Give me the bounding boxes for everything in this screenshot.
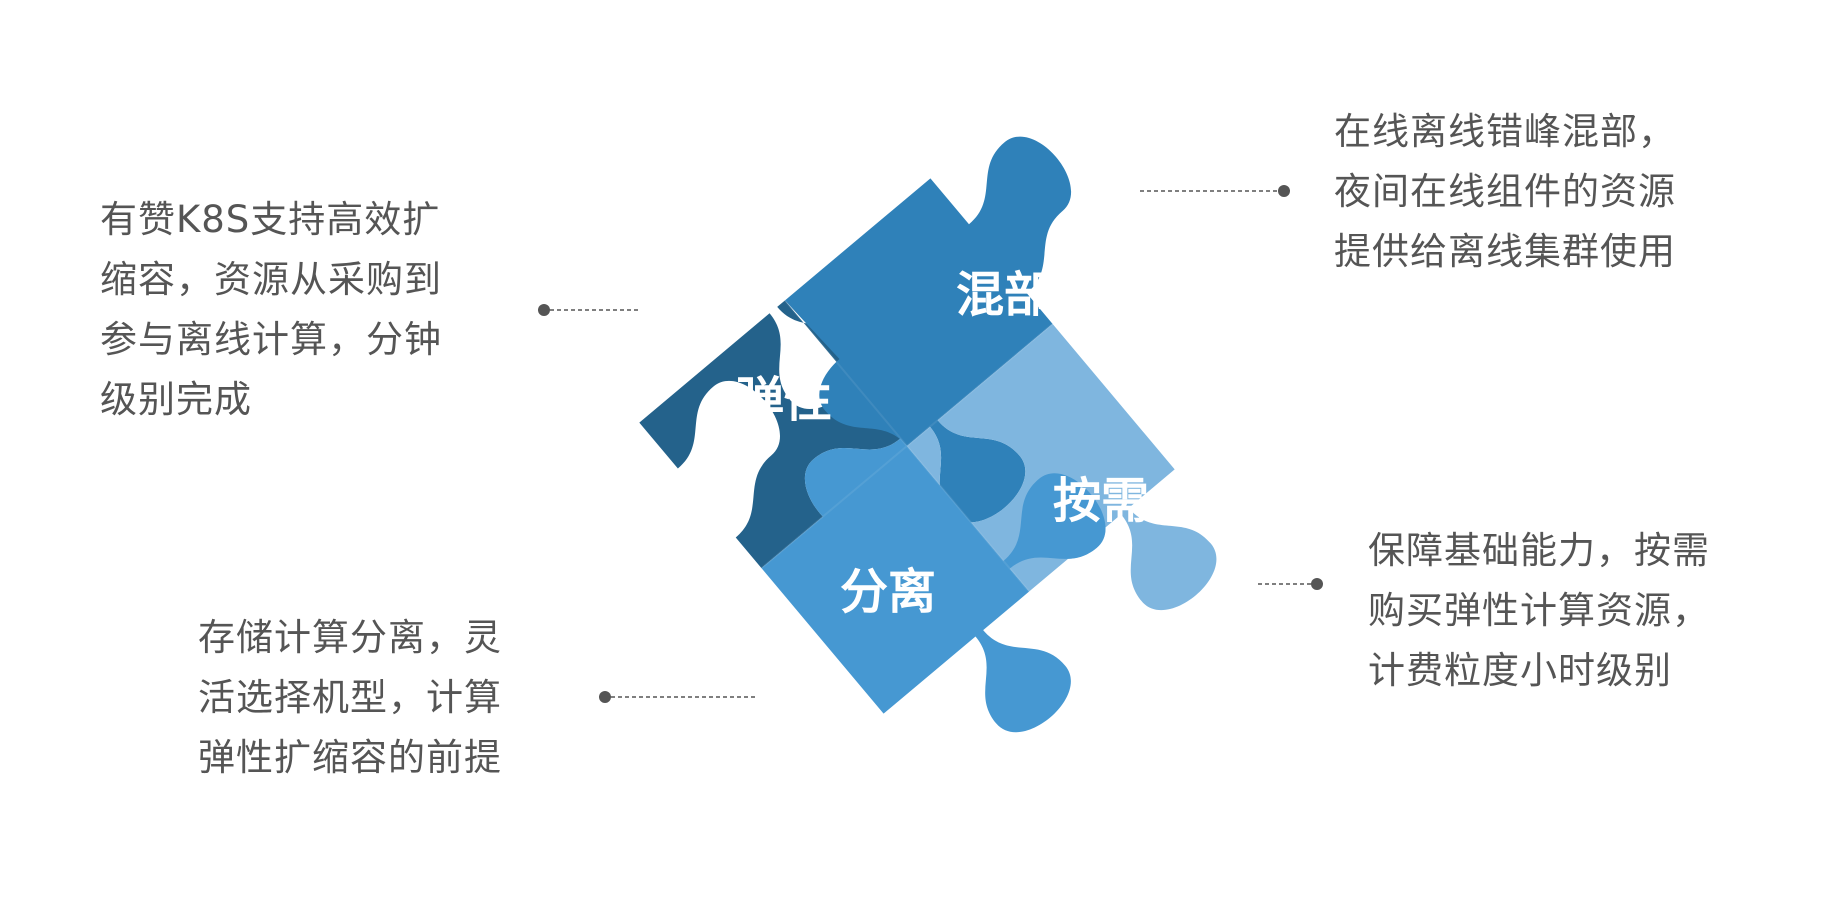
callout-line: 级别完成 bbox=[100, 370, 442, 430]
callout-mixed: 在线离线错峰混部， 夜间在线组件的资源 提供给离线集群使用 bbox=[1334, 102, 1676, 282]
connector-separation bbox=[599, 691, 756, 703]
piece-label-separation: 分离 bbox=[840, 564, 936, 620]
connector-mixed bbox=[1140, 185, 1290, 197]
connector-ondemand bbox=[1258, 578, 1323, 590]
callout-line: 计费粒度小时级别 bbox=[1368, 641, 1710, 701]
callout-line: 保障基础能力，按需 bbox=[1368, 521, 1710, 581]
piece-label-ondemand: 按需 bbox=[1053, 473, 1149, 529]
callout-line: 缩容，资源从采购到 bbox=[100, 250, 442, 310]
callout-line: 弹性扩缩容的前提 bbox=[198, 728, 502, 788]
callout-line: 购买弹性计算资源， bbox=[1368, 581, 1710, 641]
callout-line: 活选择机型，计算 bbox=[198, 668, 502, 728]
callout-separation: 存储计算分离，灵 活选择机型，计算 弹性扩缩容的前提 bbox=[198, 608, 502, 788]
callout-line: 参与离线计算，分钟 bbox=[100, 310, 442, 370]
callout-line: 有赞K8S支持高效扩 bbox=[100, 190, 442, 250]
callout-line: 存储计算分离，灵 bbox=[198, 608, 502, 668]
connector-elastic bbox=[538, 304, 640, 316]
callout-elastic: 有赞K8S支持高效扩 缩容，资源从采购到 参与离线计算，分钟 级别完成 bbox=[100, 190, 442, 430]
callout-ondemand: 保障基础能力，按需 购买弹性计算资源， 计费粒度小时级别 bbox=[1368, 521, 1710, 701]
piece-label-elastic: 弹性 bbox=[736, 372, 832, 428]
callout-line: 夜间在线组件的资源 bbox=[1334, 162, 1676, 222]
callout-line: 提供给离线集群使用 bbox=[1334, 222, 1676, 282]
piece-label-mixed: 混部 bbox=[956, 267, 1052, 323]
callout-line: 在线离线错峰混部， bbox=[1334, 102, 1676, 162]
